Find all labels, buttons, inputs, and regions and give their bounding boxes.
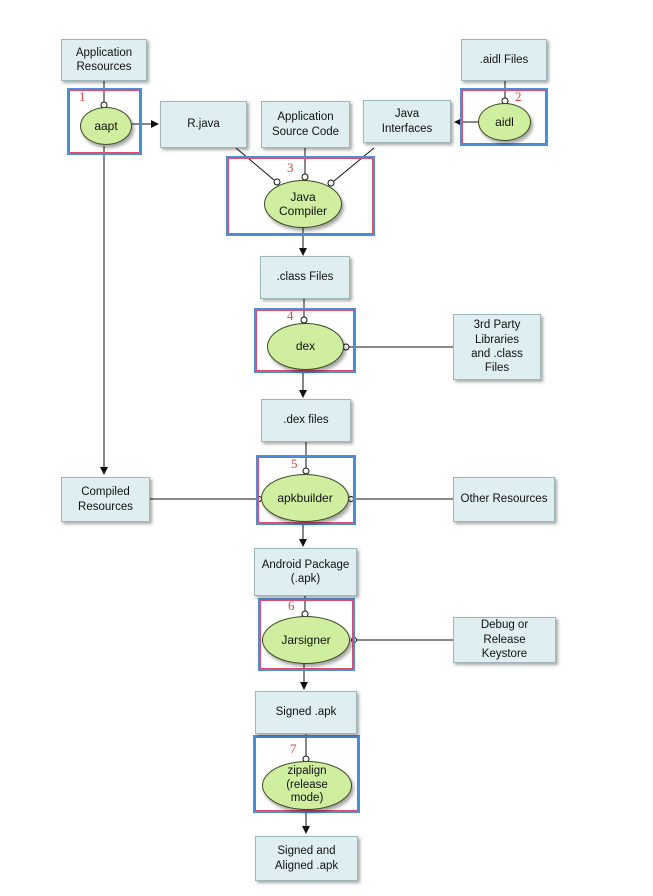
- box-application-source-code: Application Source Code: [261, 101, 350, 148]
- step-frame-5: [256, 455, 356, 525]
- box-other-resources: Other Resources: [453, 477, 555, 522]
- tool-aapt: aapt: [80, 107, 132, 145]
- box-keystore: Debug or Release Keystore: [453, 617, 556, 663]
- step-frame-1: [67, 88, 142, 155]
- box-signed-and-aligned-apk: Signed and Aligned .apk: [255, 836, 358, 881]
- step-number-2: 2: [515, 89, 522, 104]
- tool-jarsigner: Jarsigner: [262, 616, 350, 664]
- tool-zipalign: zipalign (release mode): [262, 761, 352, 810]
- edge-interfaces-compiler: [333, 147, 375, 182]
- box-signed-apk: Signed .apk: [255, 691, 357, 734]
- tool-aidl: aidl: [478, 103, 531, 141]
- box-application-resources: Application Resources: [61, 39, 147, 81]
- edge-rjava-compiler: [235, 147, 275, 181]
- step-frame-7: [253, 735, 360, 813]
- step-number-1: 1: [79, 89, 86, 104]
- box-third-party-libraries: 3rd Party Libraries and .class Files: [453, 314, 541, 380]
- box-android-package: Android Package (.apk): [254, 548, 357, 596]
- step-frame-4: [254, 308, 356, 373]
- box-r-java: R.java: [160, 101, 247, 148]
- step-number-3: 3: [287, 160, 294, 175]
- box-compiled-resources: Compiled Resources: [61, 477, 150, 522]
- step-number-5: 5: [291, 456, 298, 471]
- box-dex-files: .dex files: [261, 399, 351, 442]
- step-number-7: 7: [290, 741, 297, 756]
- step-frame-6: [258, 598, 355, 671]
- tool-apkbuilder: apkbuilder: [261, 474, 349, 522]
- box-aidl-files: .aidl Files: [461, 39, 547, 81]
- tool-dex: dex: [267, 323, 344, 370]
- step-frame-2: [460, 88, 548, 146]
- step-number-4: 4: [287, 308, 294, 323]
- step-frame-3: [226, 156, 375, 236]
- step-number-6: 6: [288, 598, 295, 613]
- box-class-files: .class Files: [260, 256, 350, 299]
- tool-java-compiler: Java Compiler: [264, 180, 342, 228]
- box-java-interfaces: Java Interfaces: [363, 100, 451, 143]
